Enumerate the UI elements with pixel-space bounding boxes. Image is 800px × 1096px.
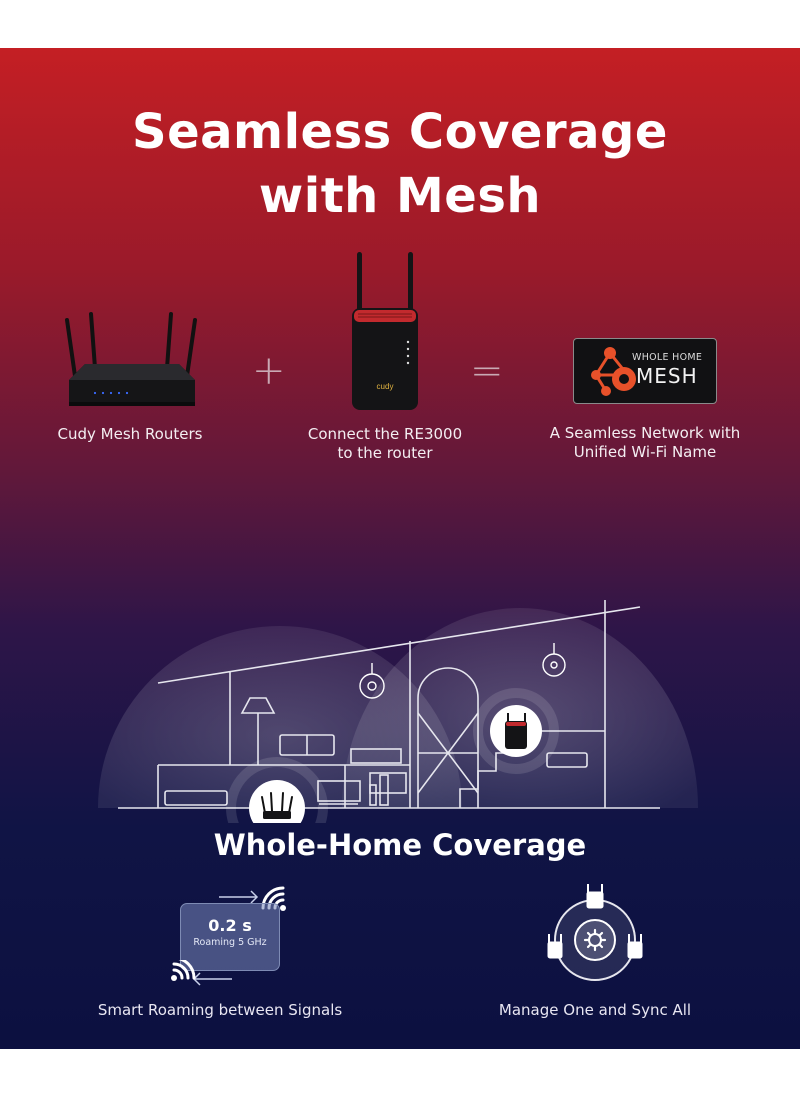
mesh-router-product: Cudy Mesh Routers (40, 308, 220, 444)
house-coverage-illustration (98, 600, 698, 823)
whole-home-mesh-badge: WHOLE HOME MESH (573, 338, 717, 404)
router-caption: Cudy Mesh Routers (57, 425, 203, 443)
roaming-band-label: Roaming 5 GHz (193, 937, 267, 948)
roaming-arrow-bottom-icon (192, 972, 232, 986)
sync-hub-icon (547, 884, 643, 981)
result-caption-line-2: Unified Wi-Fi Name (573, 443, 717, 461)
whole-home-coverage-title: Whole-Home Coverage (213, 828, 587, 862)
extender-in-house-icon (473, 688, 559, 774)
result-caption-line-1: A Seamless Network with (549, 424, 741, 442)
headline: Seamless Coverage with Mesh (0, 100, 800, 228)
plus-sign: + (252, 348, 286, 394)
re3000-extender-product: cudy Connect the RE3000 to the router (290, 248, 480, 463)
extender-brand-label: cudy (377, 382, 394, 391)
mesh-logo-icon (591, 347, 636, 396)
roaming-time-card: 0.2 s Roaming 5 GHz (180, 903, 280, 971)
equals-sign: = (470, 348, 504, 394)
extender-caption: Connect the RE3000 to the router (290, 425, 480, 463)
ceiling-lamps (359, 643, 566, 699)
smart-roaming-caption: Smart Roaming between Signals (97, 1001, 343, 1019)
product-poster: Seamless Coverage with Mesh Cudy Mesh Ro… (0, 48, 800, 1049)
roaming-arrow-top-icon (219, 890, 259, 904)
house-outline (118, 600, 660, 809)
whole-home-mesh-result: WHOLE HOME MESH A Seamless Network with … (540, 338, 750, 462)
headline-line-1: Seamless Coverage (132, 104, 668, 160)
mesh-badge-line-2: MESH (636, 364, 698, 388)
wifi-signal-icon-bottom (171, 960, 196, 981)
product-equation: Cudy Mesh Routers + cudy Connect the RE3… (0, 248, 800, 478)
router-in-house-icon (226, 757, 328, 823)
mesh-badge-line-1: WHOLE HOME (632, 352, 703, 363)
router-icon (65, 312, 197, 406)
result-caption: A Seamless Network with Unified Wi-Fi Na… (540, 424, 750, 462)
extender-caption-line-1: Connect the RE3000 (307, 425, 463, 443)
headline-line-2: with Mesh (258, 168, 542, 224)
extender-icon: cudy (352, 252, 418, 410)
manage-sync-caption: Manage One and Sync All (498, 1001, 692, 1019)
roaming-time-value: 0.2 s (208, 916, 252, 935)
extender-caption-line-2: to the router (337, 444, 433, 462)
